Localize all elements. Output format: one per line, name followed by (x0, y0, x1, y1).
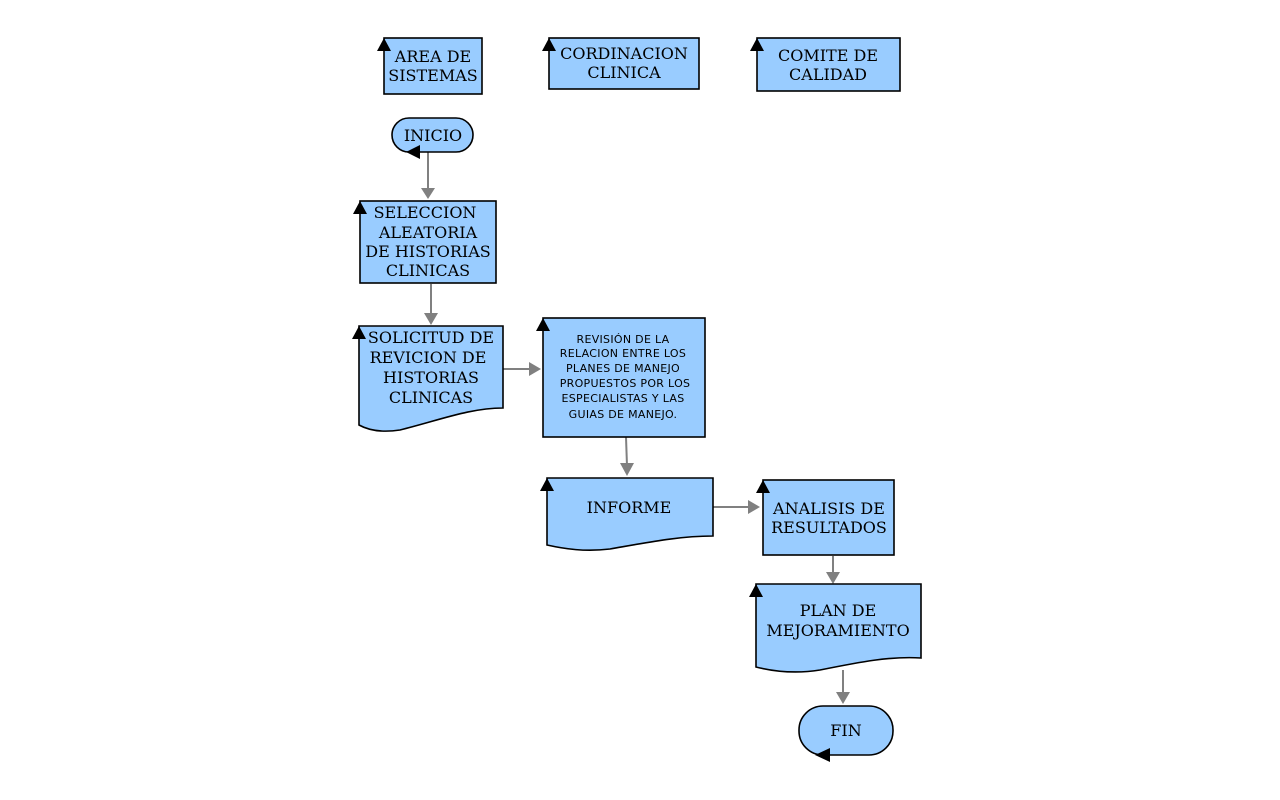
arrowhead (424, 313, 438, 325)
arrowhead (421, 188, 435, 199)
lane-label-line: CORDINACION (560, 44, 688, 63)
corner-marker-icon (750, 38, 764, 51)
node-seleccion: SELECCION ALEATORIA DE HISTORIAS CLINICA… (353, 200, 497, 284)
lane-label-line: COMITE DE (778, 46, 878, 65)
corner-marker-icon (377, 38, 391, 51)
connector-revision-informe (625, 436, 628, 467)
lane-label-line: AREA DE (394, 47, 471, 66)
corner-marker-icon (406, 145, 420, 159)
node-label-line: RELACION ENTRE LOS (560, 347, 686, 360)
node-label-line: ANALISIS DE (772, 499, 885, 518)
lane-header-comite: COMITE DE CALIDAD (750, 37, 901, 92)
node-label-line: PLANES DE MANEJO (566, 362, 680, 375)
corner-marker-icon (540, 478, 554, 491)
node-label-line: SELECCION (374, 203, 477, 222)
corner-marker-icon (352, 326, 366, 339)
node-label-line: HISTORIAS (383, 368, 479, 387)
node-label-line: REVISIÓN DE LA (577, 333, 670, 346)
node-label-line: MEJORAMIENTO (766, 621, 909, 640)
node-label-line: CLINICAS (389, 388, 473, 407)
node-label-line: INICIO (404, 126, 462, 145)
node-label-line: SOLICITUD DE (368, 328, 494, 347)
node-plan: PLAN DE MEJORAMIENTO (749, 583, 922, 673)
lane-label-line: CALIDAD (789, 65, 867, 84)
corner-marker-icon (542, 38, 556, 51)
corner-marker-icon (353, 201, 367, 214)
corner-marker-icon (536, 318, 550, 331)
node-label-line: FIN (830, 721, 861, 740)
node-fin: FIN (798, 705, 894, 762)
node-label-line: CLINICAS (386, 261, 470, 280)
arrowhead (836, 692, 850, 704)
node-label-line: REVICION DE (370, 348, 487, 367)
lane-label-line: CLINICA (587, 63, 661, 82)
node-label-line: INFORME (587, 498, 672, 517)
node-inicio: INICIO (391, 117, 474, 159)
node-label-line: RESULTADOS (771, 518, 887, 537)
lane-header-areas: AREA DE SISTEMAS (377, 37, 483, 95)
arrowhead (748, 500, 760, 514)
arrowhead (826, 572, 840, 584)
node-label-line: GUIAS DE MANEJO. (569, 408, 678, 421)
corner-marker-icon (749, 584, 763, 597)
corner-marker-icon (815, 748, 830, 762)
lane-header-cordinacion: CORDINACION CLINICA (542, 37, 700, 90)
node-revision: REVISIÓN DE LA RELACION ENTRE LOS PLANES… (536, 317, 706, 438)
corner-marker-icon (756, 480, 770, 493)
node-label-line: ESPECIALISTAS Y LAS (562, 392, 685, 405)
node-analisis: ANALISIS DE RESULTADOS (756, 479, 895, 556)
node-label-line: PLAN DE (800, 601, 877, 620)
connectors (421, 152, 850, 704)
arrowhead (529, 362, 541, 376)
node-solicitud: SOLICITUD DE REVICION DE HISTORIAS CLINI… (352, 325, 504, 432)
node-informe: INFORME (540, 477, 714, 552)
node-label-line: ALEATORIA (378, 223, 478, 242)
arrowhead (620, 463, 634, 476)
node-label-line: PROPUESTOS POR LOS (560, 377, 691, 390)
lane-label-line: SISTEMAS (388, 66, 478, 85)
node-label-line: DE HISTORIAS (365, 242, 491, 261)
